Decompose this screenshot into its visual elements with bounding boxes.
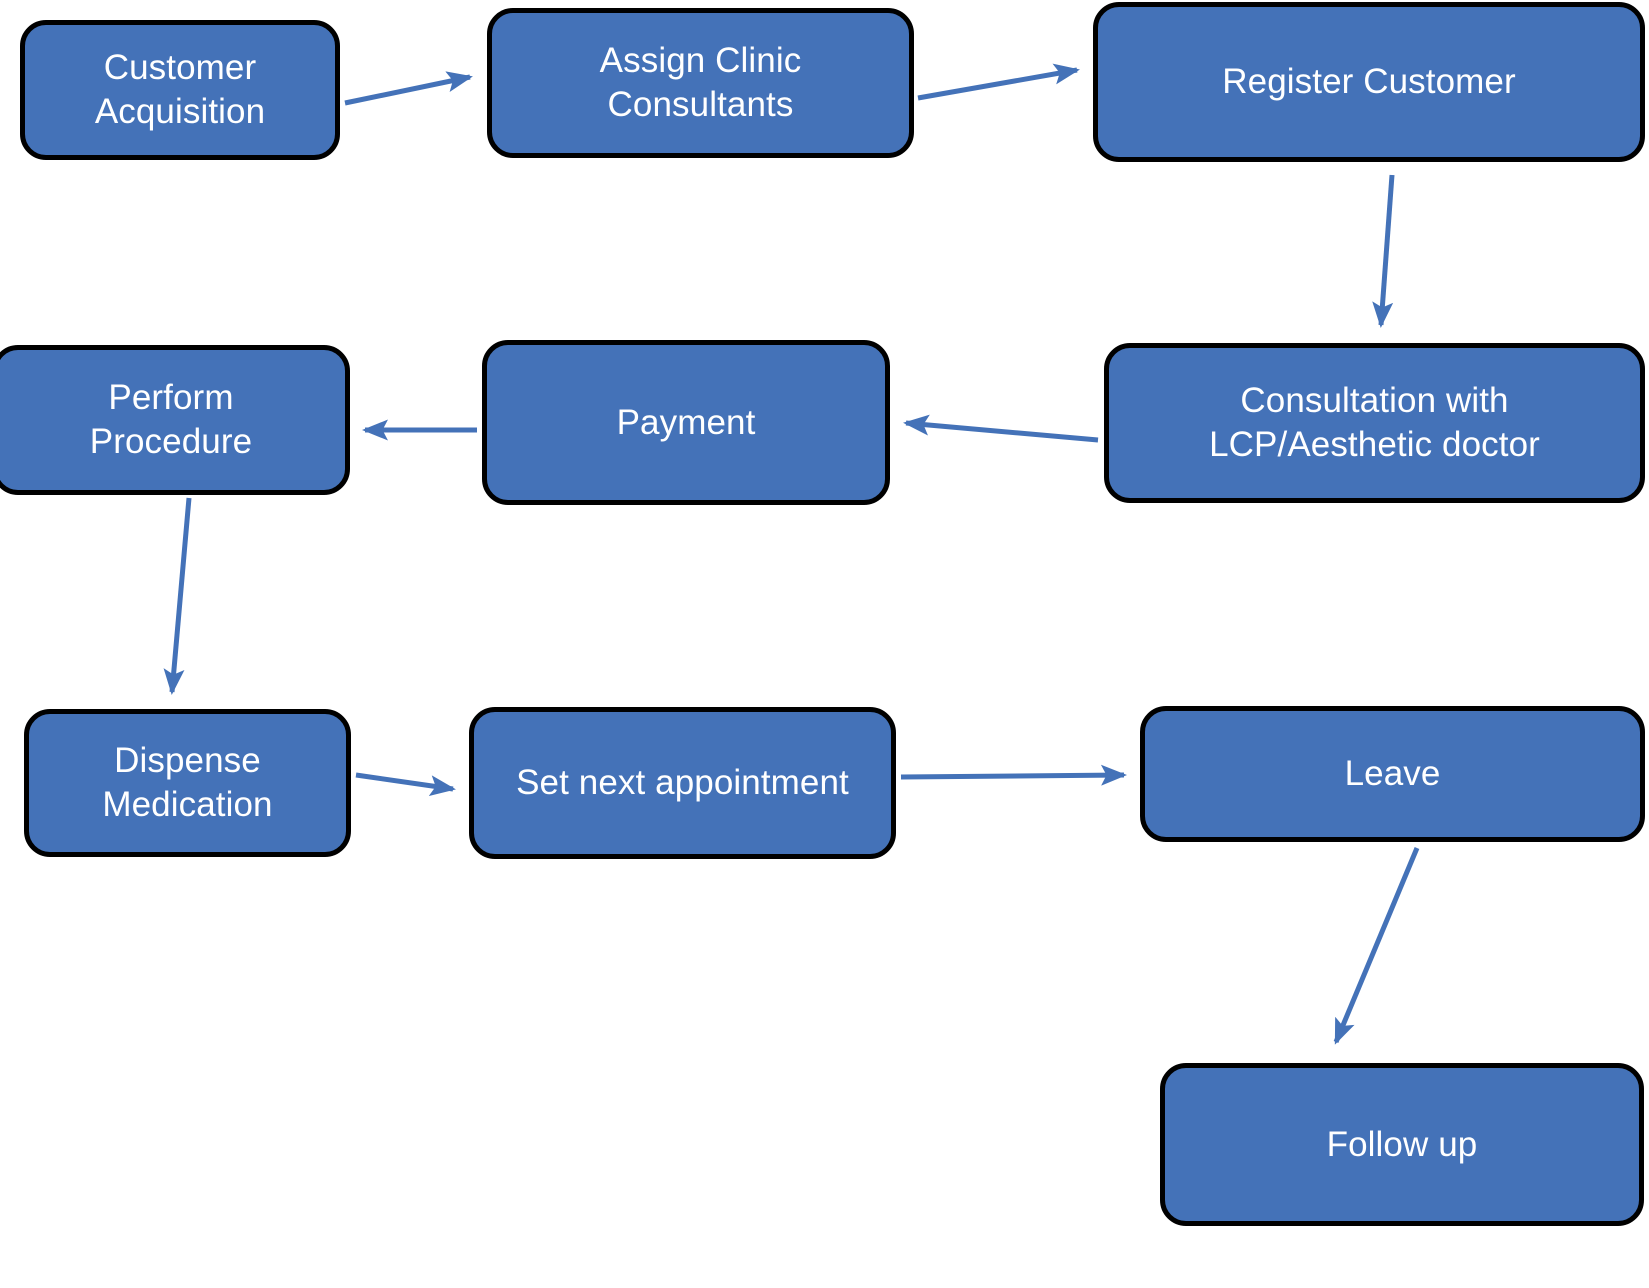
flowchart-edge-dispense-to-appointment bbox=[355, 772, 456, 797]
flowchart-edge-appointment-to-leave bbox=[900, 764, 1127, 786]
flowchart-node-set-next-appointment[interactable]: Set next appointment bbox=[469, 707, 896, 859]
flowchart-node-register-customer[interactable]: Register Customer bbox=[1093, 2, 1645, 162]
flowchart-node-consultation-doctor[interactable]: Consultation with LCP/Aesthetic doctor bbox=[1104, 343, 1645, 503]
flowchart-node-leave[interactable]: Leave bbox=[1140, 706, 1645, 842]
flowchart-node-label: Customer Acquisition bbox=[94, 48, 266, 131]
flowchart-edge-consultation-to-payment bbox=[903, 414, 1099, 443]
flowchart-node-perform-procedure[interactable]: Perform Procedure bbox=[0, 345, 350, 495]
flowchart-node-payment[interactable]: Payment bbox=[482, 340, 890, 505]
flowchart-edge-acquisition-to-assign bbox=[344, 71, 473, 106]
flowchart-edge-leave-to-followup bbox=[1333, 847, 1420, 1045]
flowchart-edge-assign-to-register bbox=[917, 63, 1080, 101]
flowchart-node-label: Leave bbox=[1344, 754, 1441, 794]
flowchart-node-label: Follow up bbox=[1326, 1124, 1478, 1164]
flowchart-edge-register-to-consultation bbox=[1372, 174, 1395, 328]
flowchart-node-label: Dispense Medication bbox=[102, 741, 273, 824]
flowchart-node-label: Perform Procedure bbox=[89, 378, 253, 461]
flowchart-node-label: Assign Clinic Consultants bbox=[599, 41, 802, 124]
flowchart-node-label: Register Customer bbox=[1222, 62, 1516, 102]
flowchart-node-dispense-medication[interactable]: Dispense Medication bbox=[24, 709, 351, 857]
flowchart-node-follow-up[interactable]: Follow up bbox=[1160, 1063, 1644, 1226]
flowchart-edge-procedure-to-dispense bbox=[163, 497, 192, 695]
flowchart-node-assign-clinic-consultants[interactable]: Assign Clinic Consultants bbox=[487, 8, 914, 158]
flowchart-node-label: Set next appointment bbox=[516, 763, 849, 803]
flowchart-node-customer-acquisition[interactable]: Customer Acquisition bbox=[20, 20, 340, 160]
flowchart-node-label: Consultation with LCP/Aesthetic doctor bbox=[1209, 381, 1540, 464]
flowchart-node-label: Payment bbox=[616, 402, 756, 442]
